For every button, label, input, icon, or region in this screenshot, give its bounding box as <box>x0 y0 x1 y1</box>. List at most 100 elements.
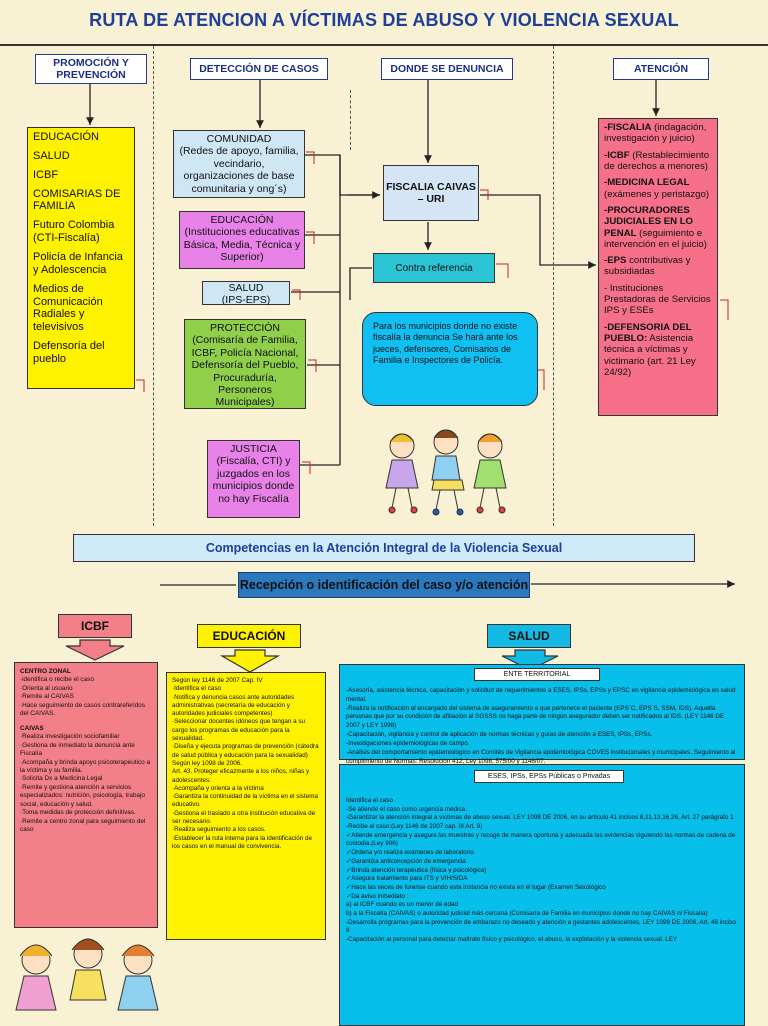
text-line: ✓Atiende emergencia y asegura las muestr… <box>346 831 736 848</box>
list-item: ICBF <box>33 168 59 181</box>
icbf-tag: ICBF <box>58 614 132 638</box>
ente-territorial-label: ENTE TERRITORIAL <box>474 668 600 681</box>
educacion-title: EDUCACIÓN <box>210 214 274 226</box>
text-line: ·Hace seguimiento de casos contrareferid… <box>20 701 146 718</box>
item-text: (indagación, investigación y juicio) <box>604 122 707 145</box>
text-line: -Realiza la notificación al encargado de… <box>346 704 725 730</box>
text-line: ✓Hace las veces de forense cuando esta i… <box>346 883 606 891</box>
list-item: -MEDICINA LEGAL (exámenes y peristazgo) <box>604 177 712 200</box>
list-item: Defensoría del pueblo <box>33 340 105 366</box>
text-line: ·Solicita Dx a Medicina Legal <box>20 775 103 783</box>
text-line: -Se atiende el caso como urgencia médica… <box>346 805 467 813</box>
children-illustration <box>385 429 507 516</box>
list-item: - Instituciones Prestadoras de Servicios… <box>604 283 712 317</box>
item-bold: -PROCURADORES JUDICIALES EN LO PENAL <box>604 204 694 239</box>
comunidad-text: (Redes de apoyo, familia, vecindario, or… <box>179 145 299 195</box>
item-bold: -ICBF <box>604 149 630 161</box>
text-line: ✓Asegura tratamiento para ITS y VIH/SIDA <box>346 875 468 883</box>
salud-text: (IPS-EPS) <box>221 294 271 307</box>
text-line: -Capacitación, vigilancia y control de a… <box>346 731 653 739</box>
text-line: ·Identifica el caso <box>172 685 222 693</box>
text-line: Según ley 1146 de 2007 Cap. IV <box>172 677 263 684</box>
salud-ente-territorial: -Asesoría, asistencia técnica, capacitac… <box>339 664 745 765</box>
text-line: ·Seleccionar docentes idóneos que tengan… <box>172 718 306 743</box>
text-line: ·Notifica y denuncia casos ante autorida… <box>172 693 295 718</box>
promocion-list: EDUCACIÓN SALUD ICBF COMISARIAS DE FAMIL… <box>27 127 135 389</box>
text-line: CAIVAS <box>20 724 44 732</box>
list-item: COMISARIAS DE FAMILIA <box>33 187 121 213</box>
header-atencion: ATENCIÓN <box>613 58 709 80</box>
header-deteccion: DETECCIÓN DE CASOS <box>190 58 328 80</box>
text-line: -Capacitación al personal para detectar … <box>346 936 678 943</box>
justicia-text: (Fiscalía, CTI) y juzgados en los munici… <box>212 455 295 505</box>
header-denuncia: DONDE SE DENUNCIA <box>381 58 513 80</box>
text-line: ·Remite al CAIVAS <box>20 693 74 701</box>
text-line: Art. 43. Proteger eficazmente a los niño… <box>172 768 310 784</box>
text-line: ✓Brinda atención terapéutica (física y p… <box>346 866 487 874</box>
item-text: - Instituciones Prestadoras de Servicios… <box>604 282 711 317</box>
text-line: ✓Da aviso inmediato : <box>346 892 409 900</box>
salud-eses: Identifica el caso -Se atiende el caso c… <box>339 764 745 1026</box>
text-line: -Asesoría, asistencia técnica, capacitac… <box>346 687 736 703</box>
educacion-box: EDUCACIÓN (Instituciones educativas Bási… <box>179 211 305 269</box>
educacion-tag: EDUCACIÓN <box>197 624 301 648</box>
proteccion-text: (Comisaría de Familia, ICBF, Policía Nac… <box>191 334 299 409</box>
list-item: SALUD <box>33 149 70 162</box>
text-line: ·Acompaña y orienta a la víctima <box>172 784 264 792</box>
text-line: ·Toma medidas de protección definitivas. <box>20 809 136 817</box>
salud-title: SALUD <box>228 282 264 294</box>
text-line: Identifica el caso <box>346 797 393 804</box>
list-item: -FISCALIA (indagación, investigación y j… <box>604 122 712 145</box>
item-bold: -DEFENSORIA DEL PUEBLO: <box>604 321 692 344</box>
text-line: -Investigaciones epidemiológicas de camp… <box>346 739 470 747</box>
text-line: ✓Ordena y/o realiza exámenes de laborato… <box>346 849 474 857</box>
column-divider <box>350 90 351 150</box>
contra-referencia-box: Contra referencia <box>373 253 495 283</box>
text-line: CENTRO ZONAL <box>20 668 71 675</box>
icbf-detail: CENTRO ZONAL ·identifica o recibe el cas… <box>14 662 158 928</box>
competencias-banner: Competencias en la Atención Integral de … <box>73 534 695 562</box>
text-line: -Recibe el caso:(Ley 1146 de 2007 cap. I… <box>346 823 483 831</box>
list-item: -ICBF (Restablecimiento de derechos a me… <box>604 150 712 173</box>
header-promocion: PROMOCIÓN Y PREVENCIÓN <box>35 54 147 84</box>
text-line: -Desarrolla programas para la prevención… <box>346 918 736 935</box>
item-text: contributivas y subsidiadas <box>604 255 691 278</box>
list-item: -PROCURADORES JUDICIALES EN LO PENAL (se… <box>604 205 712 250</box>
text-line: ·Gestiona el traslado a otra institución… <box>172 809 316 826</box>
eses-label: ESES, IPSs, EPSs Públicas o Privadas <box>474 770 624 783</box>
salud-box: SALUD (IPS-EPS) <box>202 281 290 307</box>
salud-tag: SALUD <box>487 624 571 648</box>
item-text: (exámenes y peristazgo) <box>604 188 710 200</box>
list-item: Futuro Colombia (CTI-Fiscalía) <box>33 219 115 245</box>
proteccion-box: PROTECCIÓN (Comisaría de Familia, ICBF, … <box>184 319 306 409</box>
list-item: EDUCACIÓN <box>33 131 100 143</box>
children-illustration-bottom <box>15 938 159 1011</box>
item-text: (Restablecimiento de derechos a menores) <box>604 149 710 172</box>
page-title: RUTA DE ATENCION A VÍCTIMAS DE ABUSO Y V… <box>89 10 679 30</box>
comunidad-title: COMUNIDAD <box>206 133 272 145</box>
list-item: -DEFENSORIA DEL PUEBLO: Asistencia técni… <box>604 322 712 379</box>
column-divider <box>153 46 154 526</box>
list-item: -EPS contributivas y subsidiadas <box>604 255 712 278</box>
text-line: -Garantizar la atención integral a vícti… <box>346 814 734 822</box>
justicia-title: JUSTICIA <box>230 443 277 455</box>
text-line: ·Diseña y ejecuta programas de prevenció… <box>172 743 319 759</box>
title-divider <box>0 44 768 46</box>
atencion-list: -FISCALIA (indagación, investigación y j… <box>598 118 718 416</box>
text-line: ·Acompaña y brinda apoyo psicoterapéutic… <box>20 758 151 774</box>
comunidad-box: COMUNIDAD (Redes de apoyo, familia, veci… <box>173 130 305 198</box>
text-line: ·identifica o recibe el caso <box>20 676 94 684</box>
educacion-detail: Según ley 1146 de 2007 Cap. IV ·Identifi… <box>166 672 326 940</box>
text-line: ·Realiza investigación sociofamiliar <box>20 733 120 741</box>
text-line: a) al ICBF cuando es un menor de edad <box>346 901 459 909</box>
text-line: ·Remite y gestiona atención a servicios … <box>20 783 146 808</box>
item-bold: -FISCALIA <box>604 122 652 133</box>
text-line: ·Remite a centro zonal para seguimiento … <box>20 817 146 834</box>
justicia-box: JUSTICIA (Fiscalía, CTI) y juzgados en l… <box>207 440 300 518</box>
text-line: b) a la Fiscalía (CAIVAS) o autoridad ju… <box>346 909 708 917</box>
educacion-text: (Instituciones educativas Básica, Media,… <box>183 226 301 264</box>
text-line: ·Garantiza la continuidad de la víctima … <box>172 793 318 809</box>
recepcion-banner: Recepción o identificación del caso y/o … <box>238 572 530 598</box>
